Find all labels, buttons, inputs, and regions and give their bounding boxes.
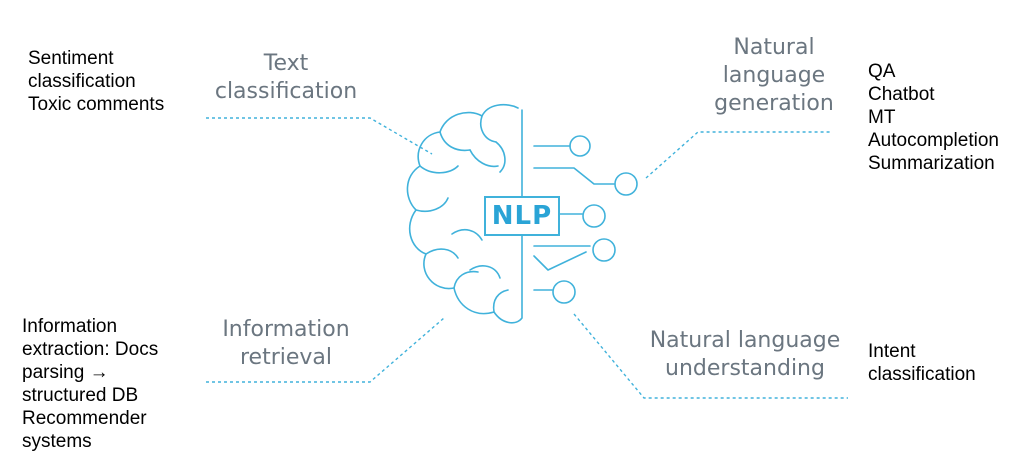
note-bottom-left: Information extraction: Docs parsing → s… [22,315,202,453]
brain-fold [469,265,501,279]
note-line: classification [868,364,976,385]
note-line: Intent [868,341,916,362]
note-top-left: Sentiment classification Toxic comments [28,47,208,116]
brain-fold [419,165,459,174]
note-line: structured DB [22,385,139,406]
brain-fold [453,270,479,289]
category-line: retrieval [239,345,333,370]
connector-line [573,313,848,399]
circuit-node [569,135,591,157]
note-line: systems [22,431,92,452]
category-line: understanding [665,356,825,381]
note-line: Autocompletion [868,130,999,151]
nlp-label: NLP [491,201,553,231]
circuit-node [552,280,576,304]
brain-fold [425,248,459,259]
note-line: parsing → [22,362,109,383]
category-nlu: Natural language understanding [640,327,850,383]
note-line: Recommender [22,408,147,429]
category-nlg: Natural language generation [694,34,854,118]
connector-line [645,131,830,179]
category-line: Text [263,51,309,76]
note-bottom-right: Intent classification [868,340,1018,386]
note-line: classification [28,71,136,92]
brain-fold [480,115,497,143]
connector-line [206,117,433,155]
category-line: Natural [733,35,815,60]
category-line: generation [714,91,834,116]
circuit-node [614,172,638,196]
brain-fold [492,289,509,313]
circuit-trace [533,251,587,271]
note-top-right: QA Chatbot MT Autocompletion Summarizati… [868,60,1018,175]
brain-fold [439,131,471,152]
note-line: Toxic comments [28,94,165,115]
note-line: MT [868,107,896,128]
category-text-classification: Text classification [206,50,366,106]
brain-fold [469,149,499,168]
circuit-trace [533,167,615,185]
brain-fold [415,197,449,213]
circuit-node [592,238,616,262]
connector-line [206,317,445,383]
note-line: Information [22,316,118,337]
category-line: Information [222,317,350,342]
note-line: extraction: Docs [22,339,159,360]
category-line: classification [214,79,358,104]
note-line: Summarization [868,153,995,174]
note-line: Sentiment [28,48,114,69]
circuit-node [582,204,606,228]
brain-fold [495,141,506,173]
brain-fold [451,228,483,241]
note-line: QA [868,61,896,82]
note-line: Chatbot [868,84,935,105]
category-line: language [722,63,826,88]
nlp-center-box: NLP [484,196,560,236]
category-information-retrieval: Information retrieval [206,316,366,372]
category-line: Natural language [649,328,841,353]
